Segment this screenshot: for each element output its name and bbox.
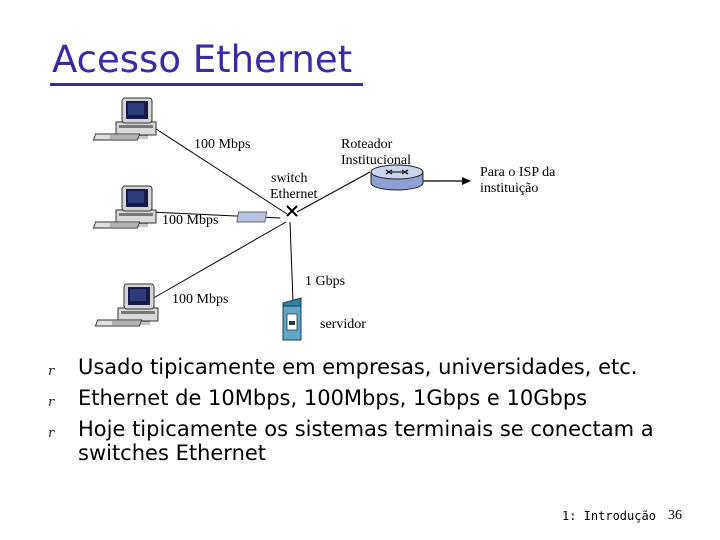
desktop-pc-icon: [95, 284, 158, 326]
network-diagram: [0, 0, 720, 350]
bullet-item: r Ethernet de 10Mbps, 100Mbps, 1Gbps e 1…: [48, 386, 708, 410]
footer-section: 1: Introdução: [562, 509, 656, 523]
router-label-line2: Institucional: [341, 153, 411, 169]
link-label-pc3: 100 Mbps: [172, 292, 228, 308]
server-tower-icon: [283, 298, 301, 340]
isp-label-line1: Para o ISP da: [480, 165, 555, 181]
link-pc3-switch: [150, 222, 286, 300]
switch-label-line1: switch: [271, 171, 308, 187]
bullet-marker: r: [48, 360, 54, 384]
bullet-text: Ethernet de 10Mbps, 100Mbps, 1Gbps e 10G…: [78, 386, 587, 410]
link-label-server: 1 Gbps: [305, 274, 345, 290]
bullet-marker: r: [48, 422, 54, 446]
server-label: servidor: [320, 317, 366, 333]
link-switch-server: [290, 222, 293, 302]
page-number: 36: [668, 508, 682, 524]
switch-label-line2: Ethernet: [270, 187, 317, 203]
ethernet-switch-icon: [237, 206, 297, 222]
bullet-marker: r: [48, 391, 54, 415]
arrow-right-icon: [423, 177, 471, 185]
router-label-line1: Roteador: [341, 137, 392, 153]
link-label-pc1: 100 Mbps: [194, 137, 250, 153]
bullet-item: r Usado tipicamente em empresas, univers…: [48, 355, 708, 379]
bullet-list: r Usado tipicamente em empresas, univers…: [48, 355, 708, 472]
bullet-text: Usado tipicamente em empresas, universid…: [78, 355, 637, 379]
link-label-pc2: 100 Mbps: [162, 213, 218, 229]
bullet-text: Hoje tipicamente os sistemas terminais s…: [78, 417, 654, 465]
isp-label-line2: instituição: [480, 181, 538, 197]
desktop-pc-icon: [93, 98, 156, 140]
bullet-item: r Hoje tipicamente os sistemas terminais…: [48, 417, 678, 465]
desktop-pc-icon: [93, 186, 156, 228]
